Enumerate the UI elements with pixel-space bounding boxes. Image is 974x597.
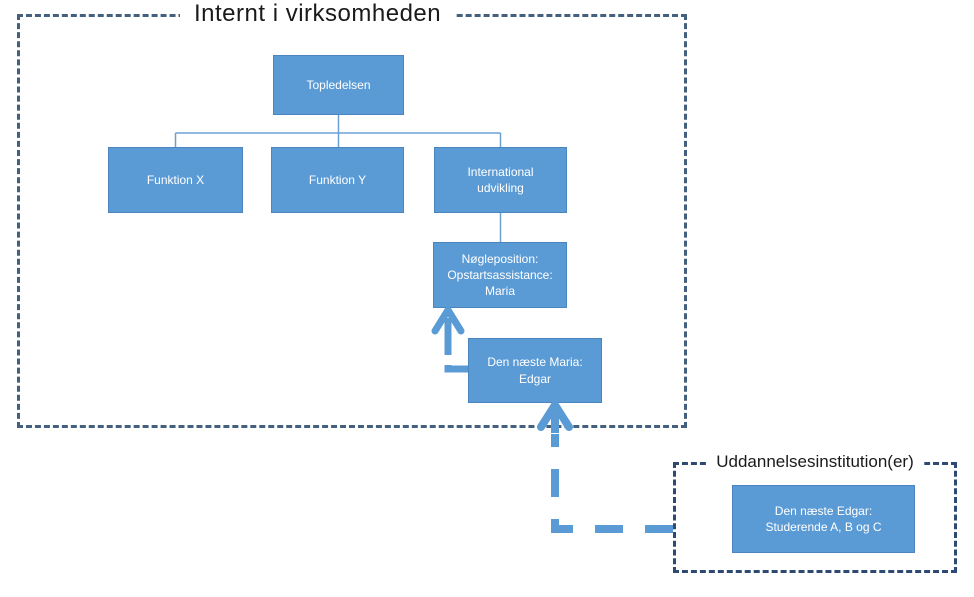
node-label: Funktion X <box>146 172 205 187</box>
node-label: Topledelsen <box>306 77 371 92</box>
node-label: International udvikling <box>467 164 534 195</box>
node-international-udvikling: International udvikling <box>434 147 567 213</box>
node-label-line: Den næste Edgar: <box>774 503 873 518</box>
node-funktion-y: Funktion Y <box>271 147 404 213</box>
node-den-naeste-maria-edgar: Den næste Maria: Edgar <box>468 338 602 403</box>
internal-container-title: Internt i virksomheden <box>180 0 456 28</box>
node-label-line: Opstartsassistance: <box>447 267 553 282</box>
internal-company-container: Internt i virksomheden <box>17 0 687 428</box>
node-label-line: Studerende A, B og C <box>765 520 882 534</box>
node-label-line: Nøgleposition: <box>461 251 539 266</box>
node-label-line: Maria <box>484 284 515 299</box>
node-label: Funktion Y <box>308 172 367 187</box>
education-institution-container: Uddannelsesinstitution(er) <box>673 452 957 573</box>
node-topledelsen: Topledelsen <box>273 55 404 115</box>
node-label-line: Edgar <box>518 371 552 386</box>
node-funktion-x: Funktion X <box>108 147 243 213</box>
education-container-title: Uddannelsesinstitution(er) <box>706 452 924 472</box>
node-label-line: Den næste Maria: <box>487 355 583 370</box>
node-noegleposition-maria: Nøgleposition: Opstartsassistance: Maria <box>433 242 567 308</box>
node-den-naeste-edgar-studerende: Den næste Edgar: Studerende A, B og C <box>732 485 915 553</box>
